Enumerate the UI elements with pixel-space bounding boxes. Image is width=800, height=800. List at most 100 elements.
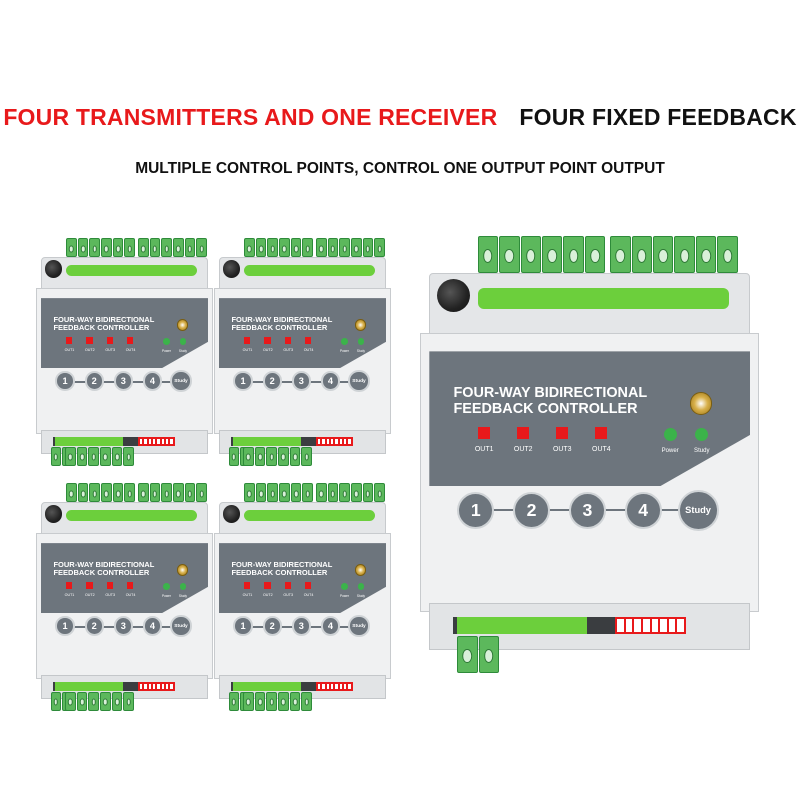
terminal-screw-icon	[563, 236, 584, 274]
terminal-screw-icon	[520, 236, 542, 274]
terminal-screw-icon	[228, 691, 240, 711]
output-led-2	[86, 337, 93, 344]
terminal-screw-icon	[77, 238, 89, 258]
study-button[interactable]: Study	[348, 615, 370, 637]
terminal-screw-icon	[77, 483, 89, 503]
terminal-screw-icon	[100, 691, 111, 711]
channel-button-4[interactable]: 4	[142, 371, 163, 391]
channel-button-1[interactable]: 1	[233, 616, 253, 636]
study-button[interactable]: Study	[170, 615, 192, 637]
terminal-screw-icon	[717, 236, 738, 274]
channel-button-2[interactable]: 2	[262, 371, 282, 391]
dip-switch[interactable]	[315, 681, 353, 691]
terminal-screw-icon	[315, 238, 327, 258]
bottom-terminal-block-2	[243, 691, 313, 711]
top-green-strip	[66, 265, 197, 276]
indicator-label-study: Study	[694, 448, 710, 455]
indicator-label-power: Power	[162, 593, 171, 598]
channel-button-4[interactable]: 4	[624, 491, 662, 529]
study-button[interactable]: Study	[348, 370, 370, 392]
top-green-strip	[477, 288, 729, 309]
terminal-screw-icon	[631, 236, 652, 274]
channel-button-4[interactable]: 4	[320, 616, 341, 636]
output-led-2	[264, 337, 271, 344]
channel-button-3[interactable]: 3	[113, 616, 133, 636]
output-led-1	[244, 582, 251, 589]
channel-button-3[interactable]: 3	[568, 491, 606, 529]
device-title-line1: FOUR-WAY BIDIRECTIONAL	[231, 559, 333, 569]
channel-button-3[interactable]: 3	[291, 616, 311, 636]
terminal-screw-icon	[302, 483, 313, 503]
terminal-screw-icon	[124, 483, 135, 503]
subheadline: MULTIPLE CONTROL POINTS, CONTROL ONE OUT…	[135, 160, 665, 177]
terminal-screw-icon	[315, 483, 327, 503]
terminal-screw-icon	[653, 236, 674, 274]
device-title-line2: FEEDBACK CONTROLLER	[53, 323, 150, 333]
terminal-screw-icon	[112, 483, 124, 503]
terminal-screw-icon	[50, 446, 62, 466]
indicator-label-power: Power	[340, 593, 349, 598]
terminal-screw-icon	[149, 483, 161, 503]
front-label-panel	[40, 543, 209, 614]
terminal-screw-icon	[101, 238, 112, 258]
output-label-1: OUT1	[242, 347, 253, 352]
terminal-screw-icon	[196, 238, 207, 258]
terminal-screw-icon	[65, 691, 76, 711]
terminal-screw-icon	[196, 483, 207, 503]
dip-switch[interactable]	[615, 617, 686, 635]
device-title-line1: FOUR-WAY BIDIRECTIONAL	[453, 384, 648, 401]
channel-button-1[interactable]: 1	[233, 371, 253, 391]
output-label-3: OUT3	[283, 347, 294, 352]
antenna-connector-icon	[176, 319, 189, 332]
output-led-1	[66, 582, 73, 589]
terminal-screw-icon	[244, 483, 255, 503]
channel-button-4[interactable]: 4	[142, 616, 163, 636]
channel-button-2[interactable]: 2	[84, 371, 104, 391]
dip-switch[interactable]	[137, 436, 175, 446]
indicator-led-study	[357, 337, 365, 345]
channel-button-1[interactable]: 1	[55, 371, 75, 391]
terminal-screw-icon	[278, 691, 289, 711]
study-button[interactable]: Study	[170, 370, 192, 392]
channel-button-4[interactable]: 4	[320, 371, 341, 391]
mounting-hole-icon	[436, 278, 471, 313]
device-title-line2: FEEDBACK CONTROLLER	[53, 568, 150, 578]
bottom-terminal-block-2	[243, 446, 313, 466]
channel-button-2[interactable]: 2	[513, 491, 551, 529]
headline-red-text: FOUR TRANSMITTERS AND ONE RECEIVER	[3, 104, 498, 130]
terminal-screw-icon	[111, 446, 123, 466]
bottom-terminal-block-1	[457, 635, 500, 674]
output-label-3: OUT3	[552, 446, 572, 454]
dip-switch[interactable]	[315, 436, 353, 446]
terminal-screw-icon	[301, 446, 313, 466]
terminal-screw-icon	[290, 483, 302, 503]
channel-button-3[interactable]: 3	[113, 371, 133, 391]
front-label-panel	[40, 298, 209, 369]
channel-button-3[interactable]: 3	[291, 371, 311, 391]
study-button[interactable]: Study	[677, 489, 719, 531]
output-label-1: OUT1	[242, 592, 253, 597]
output-label-1: OUT1	[64, 347, 75, 352]
channel-button-2[interactable]: 2	[262, 616, 282, 636]
terminal-screw-icon	[499, 236, 520, 274]
dip-switch[interactable]	[137, 681, 175, 691]
top-terminal-block	[244, 238, 385, 258]
terminal-screw-icon	[88, 691, 100, 711]
terminal-screw-icon	[172, 238, 184, 258]
terminal-screw-icon	[266, 446, 278, 466]
channel-button-1[interactable]: 1	[55, 616, 75, 636]
terminal-screw-icon	[50, 691, 62, 711]
terminal-screw-icon	[100, 446, 111, 466]
channel-button-2[interactable]: 2	[84, 616, 104, 636]
indicator-label-power: Power	[661, 448, 679, 455]
terminal-screw-icon	[290, 238, 302, 258]
terminal-screw-icon	[228, 446, 240, 466]
terminal-screw-icon	[374, 238, 385, 258]
device-title-line1: FOUR-WAY BIDIRECTIONAL	[53, 559, 155, 569]
top-green-strip	[244, 265, 375, 276]
indicator-label-power: Power	[162, 348, 171, 353]
output-led-3	[284, 582, 292, 589]
terminal-screw-icon	[123, 446, 135, 466]
channel-button-1[interactable]: 1	[457, 491, 495, 529]
